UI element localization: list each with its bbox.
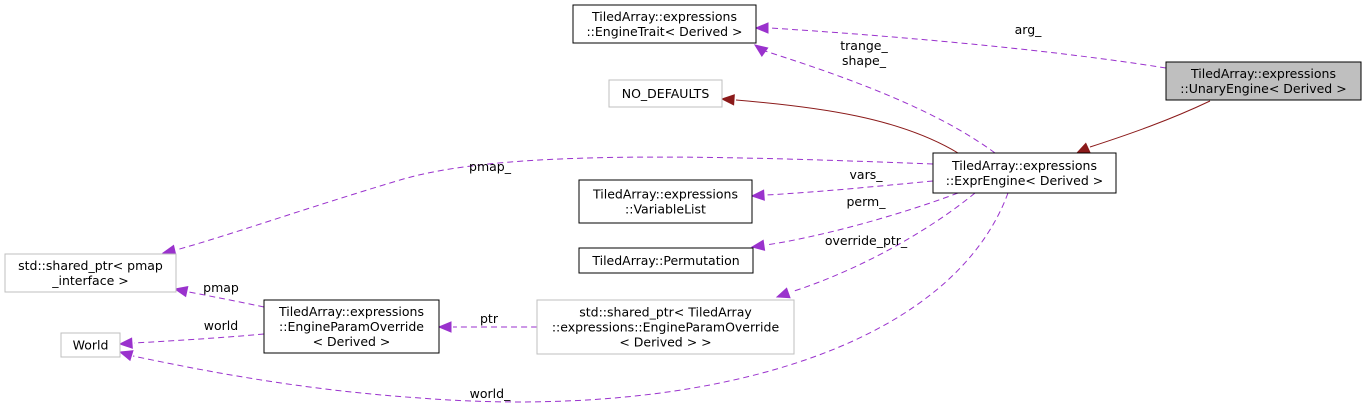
edge-perm: perm_	[750, 192, 959, 251]
edge-label: world_	[470, 386, 511, 401]
usage-arrowhead	[437, 321, 452, 333]
inheritance-arrowhead	[1075, 142, 1091, 154]
edge-arg: arg_	[754, 22, 1167, 69]
edge-label: perm_	[847, 194, 887, 209]
edge-label: trange_	[840, 38, 888, 53]
edge-label: pmap	[203, 280, 239, 295]
node-label-line: ::EngineParamOverride	[279, 319, 424, 334]
node-label-line: < Derived >	[313, 334, 391, 349]
class-node-variable-list[interactable]: TiledArray::expressions::VariableList	[578, 179, 753, 224]
edge-line	[175, 156, 934, 251]
edge-line	[1089, 100, 1211, 148]
class-node-world[interactable]: World	[60, 332, 121, 358]
node-label-line: TiledArray::expressions	[591, 9, 737, 24]
usage-arrowhead	[118, 350, 134, 362]
edge-line	[765, 180, 934, 196]
edge-pmap-override: pmap	[173, 280, 265, 308]
node-box	[536, 299, 795, 355]
class-node-shared-ptr-override[interactable]: std::shared_ptr< TiledArray::expressions…	[536, 299, 795, 355]
class-node-shared-ptr-pmap[interactable]: std::shared_ptr< pmap_interface >	[4, 253, 177, 293]
class-node-engine-trait[interactable]: TiledArray::expressions::EngineTrait< De…	[572, 4, 757, 44]
node-label-line: NO_DEFAULTS	[622, 86, 710, 101]
edge-world-override: world	[118, 318, 265, 349]
node-box	[60, 332, 121, 358]
node-box	[263, 299, 440, 354]
edge-world-expr: world_	[118, 192, 1009, 403]
node-label-line: std::shared_ptr< pmap	[18, 258, 163, 273]
class-node-no-defaults[interactable]: NO_DEFAULTS	[608, 79, 723, 108]
node-box	[4, 253, 177, 293]
edge-label: pmap_	[469, 159, 512, 174]
node-label-line: World	[73, 338, 109, 353]
node-label-line: TiledArray::Permutation	[591, 253, 739, 268]
node-label-line: TiledArray::expressions	[1190, 66, 1336, 81]
edge-label: ptr	[480, 311, 499, 326]
node-box	[1165, 61, 1362, 101]
node-label-line: TiledArray::expressions	[278, 304, 424, 319]
node-box	[608, 79, 723, 108]
usage-arrowhead	[775, 287, 791, 299]
node-box	[578, 247, 754, 274]
node-label-line: ::EngineTrait< Derived >	[586, 24, 742, 39]
edge-line	[790, 192, 976, 293]
edge-line	[761, 49, 996, 154]
edge-inherit-expr-engine	[1075, 100, 1211, 154]
edge-line	[133, 333, 265, 344]
node-label-line: < Derived > >	[619, 335, 711, 350]
node-box	[932, 152, 1117, 194]
inheritance-arrowhead	[720, 94, 735, 106]
node-label-line: ::expressions::EngineParamOverride	[552, 320, 780, 335]
class-node-permutation[interactable]: TiledArray::Permutation	[578, 247, 754, 274]
node-label-line: ::UnaryEngine< Derived >	[1180, 81, 1346, 96]
edge-label: arg_	[1015, 22, 1043, 37]
node-label-line: std::shared_ptr< TiledArray	[579, 305, 752, 320]
edge-line	[132, 192, 1009, 403]
edge-vars: vars_	[750, 167, 934, 201]
edge-label: world	[204, 318, 238, 333]
node-label-line: TiledArray::expressions	[951, 158, 1097, 173]
node-label-line: ::ExprEngine< Derived >	[946, 173, 1103, 188]
edge-line	[735, 99, 959, 154]
node-label-line: _interface >	[51, 273, 128, 288]
edge-ptr: ptr	[437, 311, 537, 333]
usage-arrowhead	[750, 239, 766, 251]
edge-trange-shape: trange_shape_	[753, 38, 996, 154]
usage-arrowhead	[753, 44, 769, 57]
node-box	[578, 179, 753, 224]
class-node-unary-engine[interactable]: TiledArray::expressions::UnaryEngine< De…	[1165, 61, 1362, 101]
edge-label: shape_	[842, 53, 887, 68]
edge-override-ptr: override_ptr_	[775, 192, 976, 299]
edge-line	[769, 27, 1167, 69]
edge-inherit-no-defaults	[720, 94, 959, 154]
node-label-line: TiledArray::expressions	[592, 187, 738, 202]
usage-arrowhead	[754, 22, 769, 34]
usage-arrowhead	[750, 189, 765, 201]
usage-arrowhead	[118, 337, 133, 349]
class-node-engine-param-override[interactable]: TiledArray::expressions::EngineParamOver…	[263, 299, 440, 354]
node-label-line: ::VariableList	[625, 202, 706, 217]
edge-pmap-expr: pmap_	[161, 156, 934, 256]
class-node-expr-engine[interactable]: TiledArray::expressions::ExprEngine< Der…	[932, 152, 1117, 194]
edge-label: vars_	[850, 167, 884, 182]
usage-arrowhead	[173, 285, 189, 298]
node-box	[572, 4, 757, 44]
edge-label: override_ptr_	[825, 233, 908, 248]
edge-line	[765, 192, 959, 246]
